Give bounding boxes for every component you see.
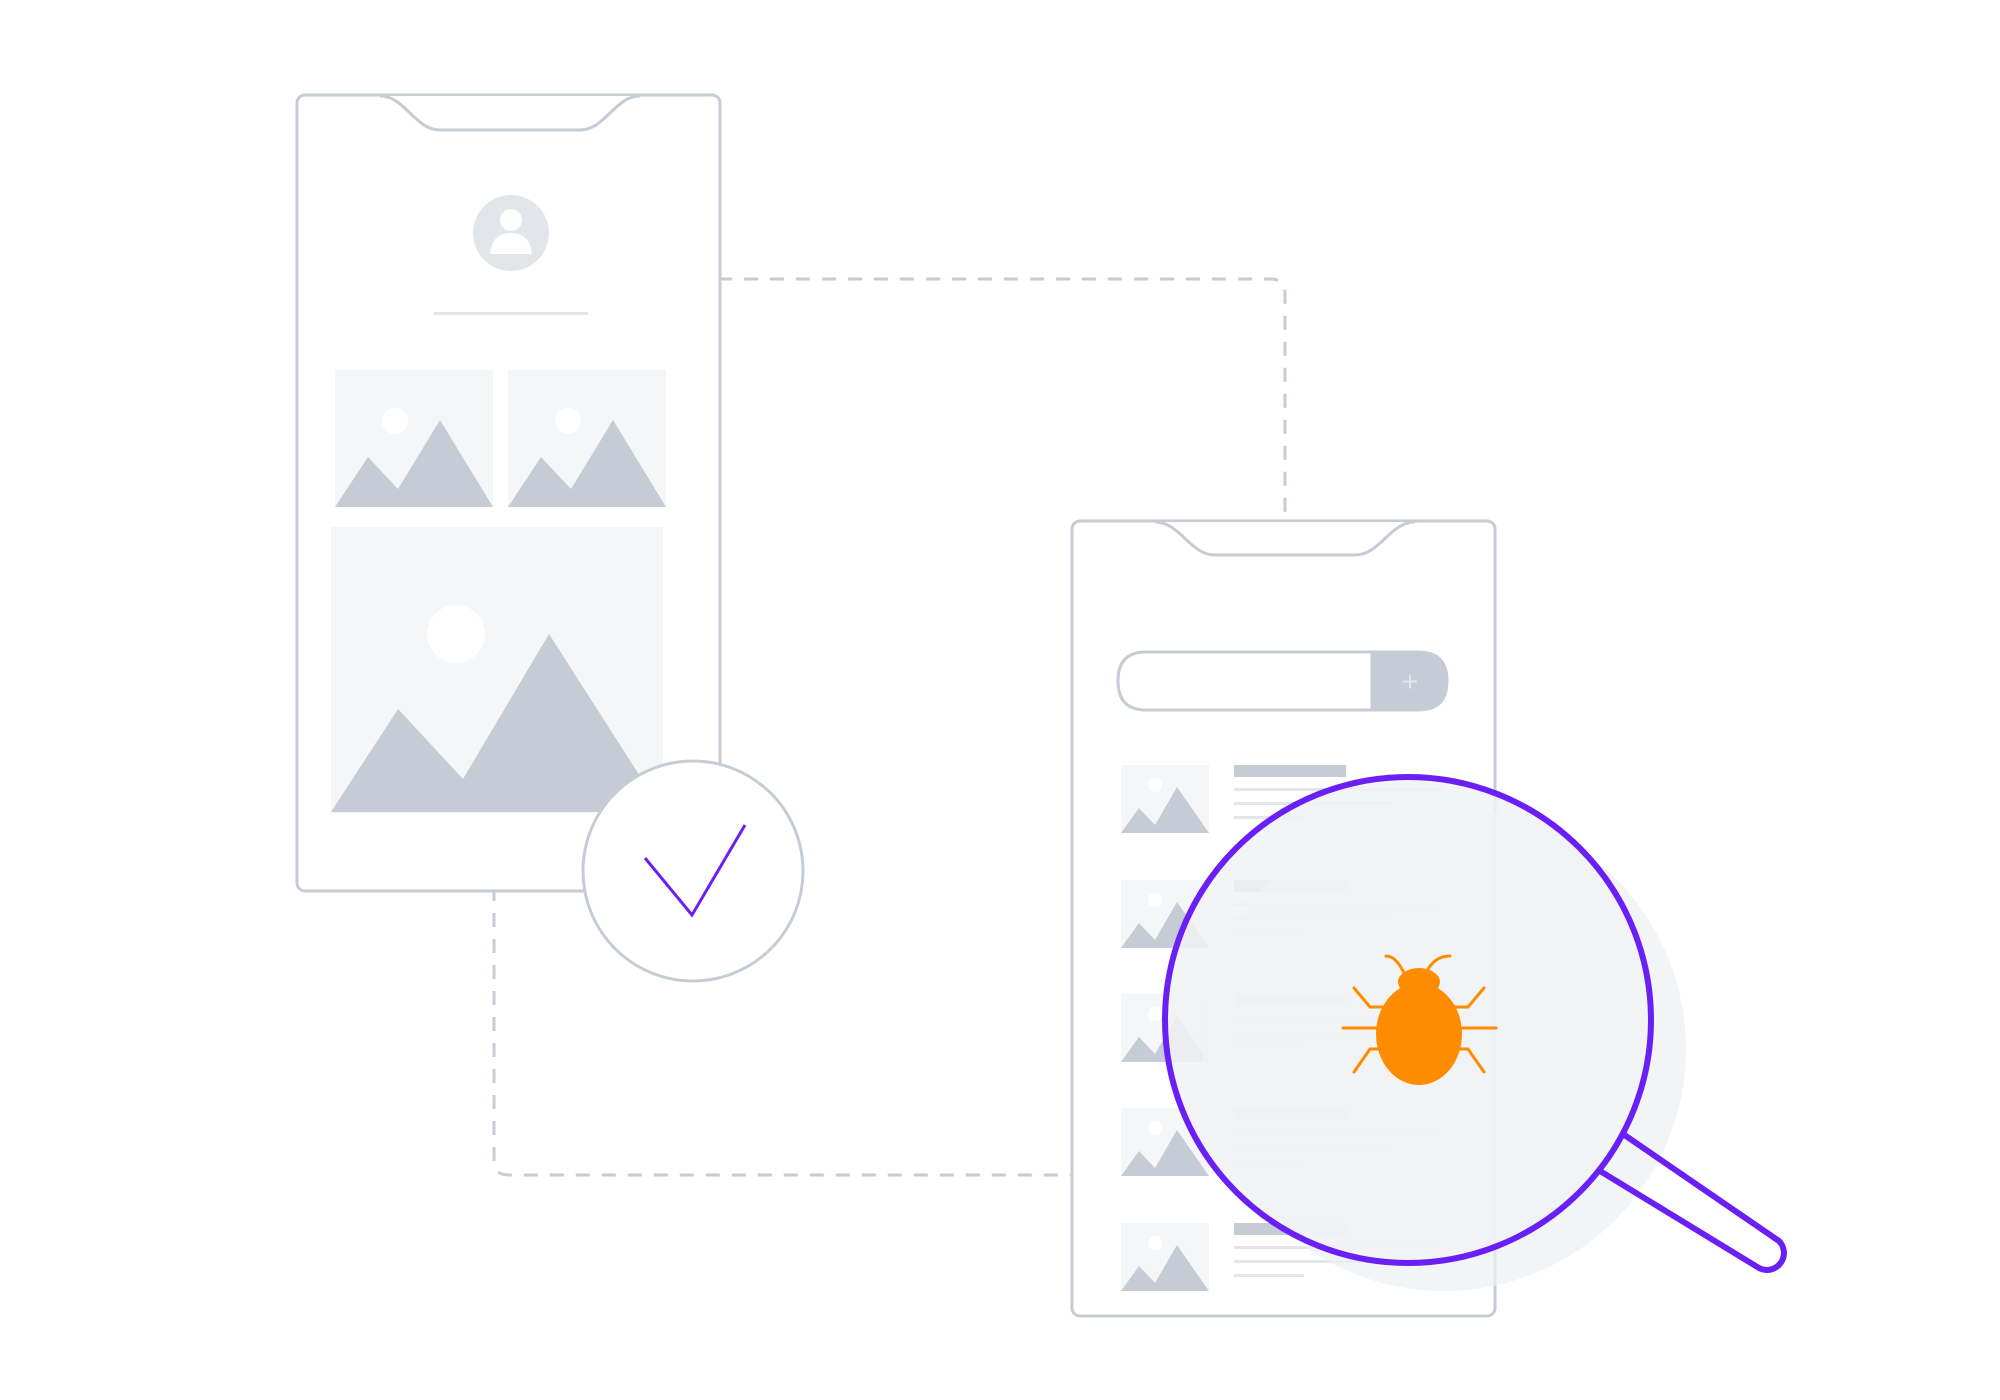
list-item-line bbox=[1234, 1274, 1304, 1277]
connector-top bbox=[718, 277, 1287, 520]
check-badge-circle bbox=[581, 759, 805, 983]
search-button bbox=[1370, 652, 1447, 710]
avatar-body bbox=[490, 233, 532, 254]
search-input bbox=[1116, 650, 1374, 712]
plus-icon: + bbox=[1402, 666, 1418, 697]
search-bar: + bbox=[1116, 650, 1449, 712]
thumb-sun bbox=[1148, 778, 1162, 792]
thumb-sun bbox=[1148, 1007, 1162, 1021]
magnifier-handle bbox=[1597, 1131, 1787, 1273]
phone-list-notch bbox=[1154, 520, 1416, 557]
thumb-sun bbox=[1148, 1121, 1162, 1135]
phone-profile bbox=[295, 93, 722, 893]
avatar-head bbox=[500, 209, 522, 231]
list-item-title bbox=[1234, 765, 1346, 777]
check-badge bbox=[581, 759, 805, 983]
magnifier-icon bbox=[1162, 774, 1787, 1291]
thumb-mountains bbox=[1121, 787, 1209, 833]
connector-lines bbox=[492, 277, 1287, 1177]
connector-bottom bbox=[492, 887, 1075, 1177]
image-placeholder-icon bbox=[508, 370, 666, 507]
profile-name-line bbox=[434, 312, 588, 315]
thumb-mountains bbox=[1121, 1130, 1209, 1176]
check-icon bbox=[643, 824, 747, 918]
image-placeholder-icon bbox=[335, 370, 493, 507]
image-placeholder-icon bbox=[331, 527, 663, 813]
search-input-outline-end bbox=[1372, 650, 1449, 712]
thumb-mountains bbox=[1121, 1245, 1209, 1291]
profile-avatar bbox=[473, 195, 549, 271]
list-item-line bbox=[1234, 1260, 1394, 1263]
thumb-sun bbox=[1148, 893, 1162, 907]
thumb-sun bbox=[1148, 1236, 1162, 1250]
bug-icon bbox=[1341, 954, 1498, 1085]
phone-profile-notch bbox=[379, 94, 641, 132]
